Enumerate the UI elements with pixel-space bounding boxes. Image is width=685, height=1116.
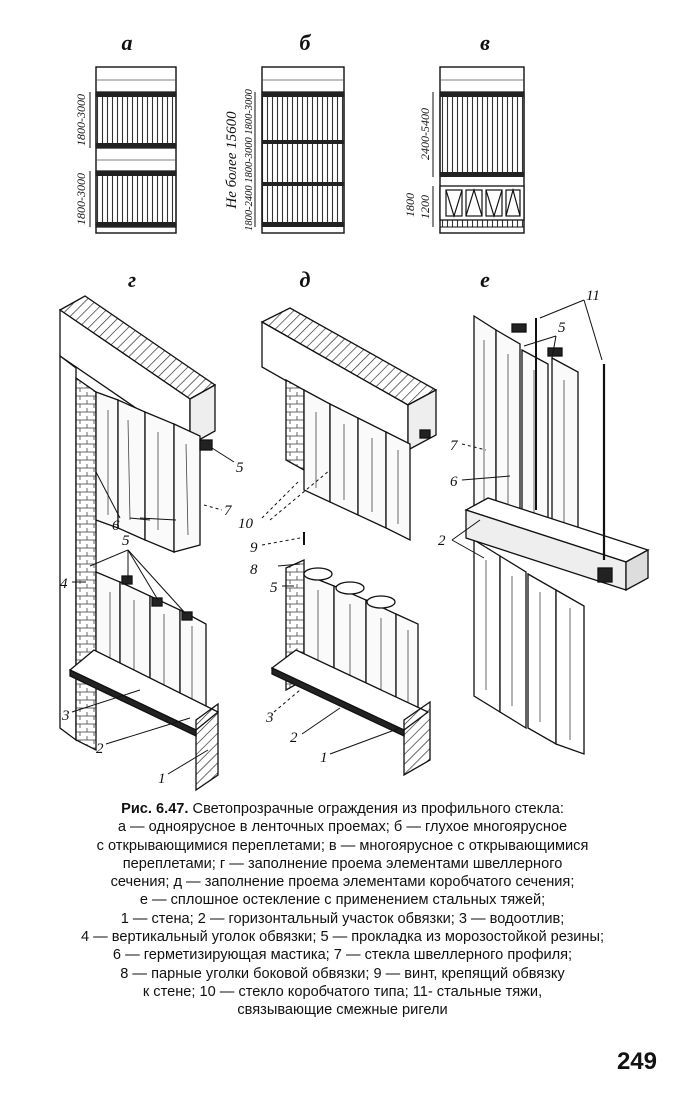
callout-d-3: 3	[265, 710, 274, 726]
caption-line: 8 — парные уголки боковой обвязки; 9 — в…	[120, 965, 565, 982]
dim-b-total: Не более 15600	[224, 111, 240, 210]
caption-line: к стене; 10 — стекло коробчатого типа; 1…	[142, 983, 543, 1000]
callout-d-1: 1	[320, 750, 328, 766]
callout-e-2: 2	[438, 533, 446, 549]
callout-g-5-bottom: 5	[122, 533, 130, 549]
callout-d-9: 9	[250, 540, 258, 556]
callout-d-8: 8	[250, 562, 258, 578]
caption-text: Светопрозрачные ограждения из профильног…	[192, 801, 564, 817]
callout-g-3: 3	[61, 708, 70, 724]
caption-line: 6 — герметизирующая мастика; 7 — стекла …	[112, 947, 573, 964]
caption-line: а — одноярусное в ленточных проемах; б —…	[117, 819, 568, 836]
elevation-b: Не более 15600 1800-2400 1800-3000 1800-…	[224, 66, 345, 234]
page-number: 249	[616, 1048, 657, 1075]
callout-g-6: 6	[112, 518, 120, 534]
isometric-e	[464, 314, 650, 755]
figure-drawing: а б в г д е 1800-3000 1800-3000 Не более…	[58, 30, 650, 792]
panel-letter-a: а	[122, 30, 133, 55]
callout-e-5: 5	[558, 320, 566, 336]
dim-v-lower-outer: 1800	[403, 193, 417, 217]
callout-g-2: 2	[96, 741, 104, 757]
dim-v-upper: 2400-5400	[418, 108, 432, 160]
caption-line: переплетами; г — заполнение проема элеме…	[122, 855, 563, 872]
dim-b-tiers: 1800-2400 1800-3000 1800-3000	[244, 88, 255, 230]
panel-letter-g: г	[128, 267, 136, 292]
callout-e-11: 11	[586, 288, 600, 304]
dim-a-bottom: 1800-3000	[74, 173, 88, 225]
callout-d-2: 2	[290, 730, 298, 746]
isometric-d	[260, 307, 438, 777]
callouts-g: 5 6 7 5 4 3 2 1	[60, 447, 244, 787]
callouts-e: 11 5 7 6 2	[438, 288, 603, 559]
panel-letter-d: д	[300, 267, 311, 292]
caption-line: сечения; д — заполнение проема элементам…	[110, 874, 575, 891]
dim-a-top: 1800-3000	[74, 94, 88, 146]
callouts-d: 10 9 8 5 3 2 1	[238, 469, 401, 766]
elevation-a: 1800-3000 1800-3000	[74, 66, 177, 234]
caption-line: с открывающимися переплетами; в — многоя…	[96, 837, 589, 854]
callout-e-6: 6	[450, 474, 458, 490]
callout-d-10: 10	[238, 516, 254, 532]
callout-e-7: 7	[450, 438, 459, 454]
figure-caption: Рис. 6.47. Светопрозрачные ограждения из…	[20, 800, 665, 1020]
callout-g-7: 7	[224, 503, 233, 519]
callout-g-5-top: 5	[236, 460, 244, 476]
caption-line: связывающие смежные ригели	[237, 1002, 448, 1019]
caption-title: Рис. 6.47.	[121, 801, 189, 817]
panel-letter-b: б	[300, 30, 312, 55]
caption-line: 4 — вертикальный уголок обвязки; 5 — про…	[80, 929, 605, 946]
caption-line: 1 — стена; 2 — горизонтальный участок об…	[120, 910, 565, 927]
isometric-g	[58, 295, 220, 792]
panel-letter-e: е	[480, 267, 490, 292]
caption-line: Рис. 6.47. Светопрозрачные ограждения из…	[20, 800, 665, 818]
dim-v-lower-inner: 1200	[418, 195, 432, 219]
callout-g-4: 4	[60, 576, 68, 592]
callout-d-5: 5	[270, 580, 278, 596]
elevation-v: 2400-5400 1800 1200	[403, 66, 525, 234]
panel-letter-v: в	[480, 30, 490, 55]
callout-g-1: 1	[158, 771, 166, 787]
caption-line: е — сплошное остекление с применением ст…	[139, 892, 546, 909]
